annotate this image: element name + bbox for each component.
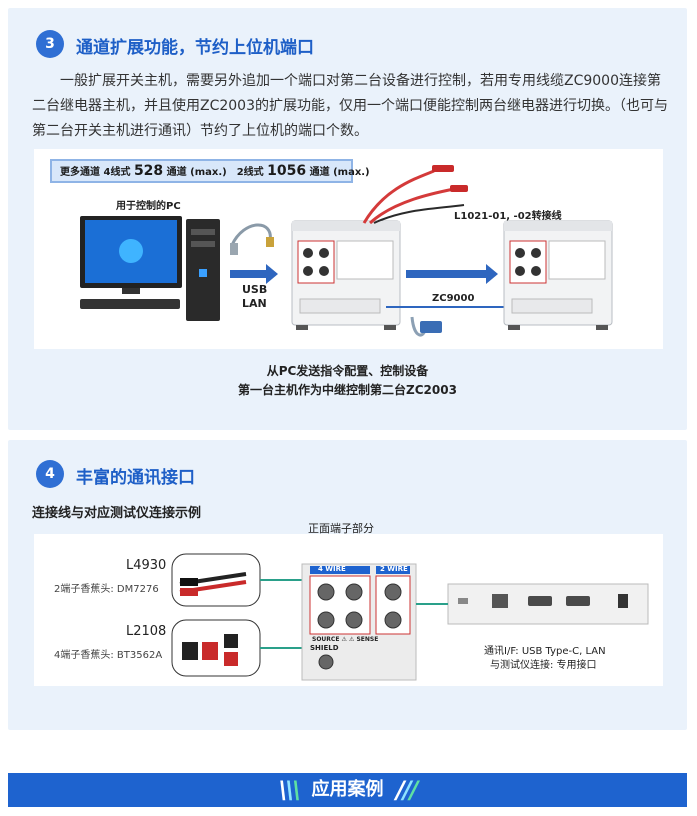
badge-4wire-count: 528 bbox=[133, 163, 164, 179]
section-4-subtitle: 连接线与对应测试仪连接示例 bbox=[32, 506, 202, 521]
section-4-number: 4 bbox=[36, 460, 64, 488]
section-4-title: 丰富的通讯接口 bbox=[76, 468, 195, 488]
cable-label: L1021-01, -02转接线 bbox=[454, 211, 562, 222]
lan-label: LAN bbox=[242, 297, 267, 310]
pc-label: 用于控制的PC bbox=[116, 201, 181, 212]
left-slash-icon: \\\ bbox=[278, 776, 301, 804]
host-2-device bbox=[503, 220, 613, 330]
right-slash-icon: /// bbox=[396, 776, 418, 804]
badge-mid: 通道 (max.) 2线式 bbox=[166, 167, 264, 178]
zc9000-label: ZC9000 bbox=[432, 293, 475, 304]
interface-illustration: L4930 2端子香蕉头: DM7276 L2108 4端子香蕉头: BT356… bbox=[34, 522, 663, 686]
probe-1-sub: 2端子香蕉头: DM7276 bbox=[54, 584, 159, 595]
rear-panel bbox=[416, 583, 649, 625]
probe-2-name: L2108 bbox=[126, 624, 167, 639]
zc9000-cable-icon bbox=[410, 316, 442, 337]
expansion-diagram-svg bbox=[80, 165, 613, 337]
front-terminal-label: 正面端子部分 bbox=[308, 522, 374, 535]
badge-suffix: 通道 (max.) bbox=[309, 167, 370, 178]
l1021-cable-icon bbox=[362, 165, 468, 225]
probe-1-name: L4930 bbox=[126, 558, 167, 573]
expansion-illustration: 更多通道 4线式 528 通道 (max.) 2线式 1056 通道 (max.… bbox=[34, 149, 663, 349]
shield-label: SHIELD bbox=[310, 644, 339, 652]
pc-monitor-icon bbox=[80, 216, 182, 309]
host-1-device bbox=[291, 220, 401, 330]
l2108-probe-icon bbox=[171, 619, 261, 677]
comm-interface-line-1: 通讯I/F: USB Type-C, LAN bbox=[484, 646, 606, 657]
pc-tower-icon bbox=[186, 219, 220, 321]
section-3-number: 3 bbox=[36, 30, 64, 58]
front-terminal-panel bbox=[301, 563, 417, 681]
probe-2-sub: 4端子香蕉头: BT3562A bbox=[54, 650, 163, 661]
section-3-title: 通道扩展功能，节约上位机端口 bbox=[76, 38, 314, 58]
badge-2wire-count: 1056 bbox=[267, 163, 307, 179]
source-sense-label: SOURCE ⚠ ⚠ SENSE bbox=[312, 636, 379, 643]
arrow-host-to-host bbox=[406, 264, 498, 284]
section-3-card: 3 通道扩展功能，节约上位机端口 一般扩展开关主机，需要另外追加一个端口对第二台… bbox=[8, 8, 687, 430]
wire-2-label: 2 WIRE bbox=[380, 565, 408, 573]
caption-line-1: 从PC发送指令配置、控制设备 bbox=[266, 364, 429, 378]
section-4-card: 4 丰富的通讯接口 连接线与对应测试仪连接示例 L4930 2端子香蕉头: DM… bbox=[8, 440, 687, 730]
usb-label: USB bbox=[242, 283, 268, 296]
usb-lan-cable-icon bbox=[230, 223, 274, 255]
wire-4-label: 4 WIRE bbox=[318, 565, 346, 573]
arrow-pc-to-host bbox=[230, 264, 278, 284]
section-3-paragraph: 一般扩展开关主机，需要另外追加一个端口对第二台设备进行控制，若用专用线缆ZC90… bbox=[32, 73, 668, 139]
banner-title: 应用案例 bbox=[311, 779, 384, 800]
channel-badge: 更多通道 4线式 528 通道 (max.) 2线式 1056 通道 (max.… bbox=[50, 159, 370, 183]
interface-diagram-svg bbox=[171, 553, 649, 681]
application-cases-banner: \\\ 应用案例 /// bbox=[8, 773, 687, 807]
l4930-probe-icon bbox=[171, 553, 261, 607]
caption-line-2: 第一台主机作为中继控制第二台ZC2003 bbox=[238, 383, 457, 397]
badge-prefix: 更多通道 4线式 bbox=[60, 167, 131, 178]
comm-interface-line-2: 与测试仪连接: 专用接口 bbox=[490, 660, 597, 671]
